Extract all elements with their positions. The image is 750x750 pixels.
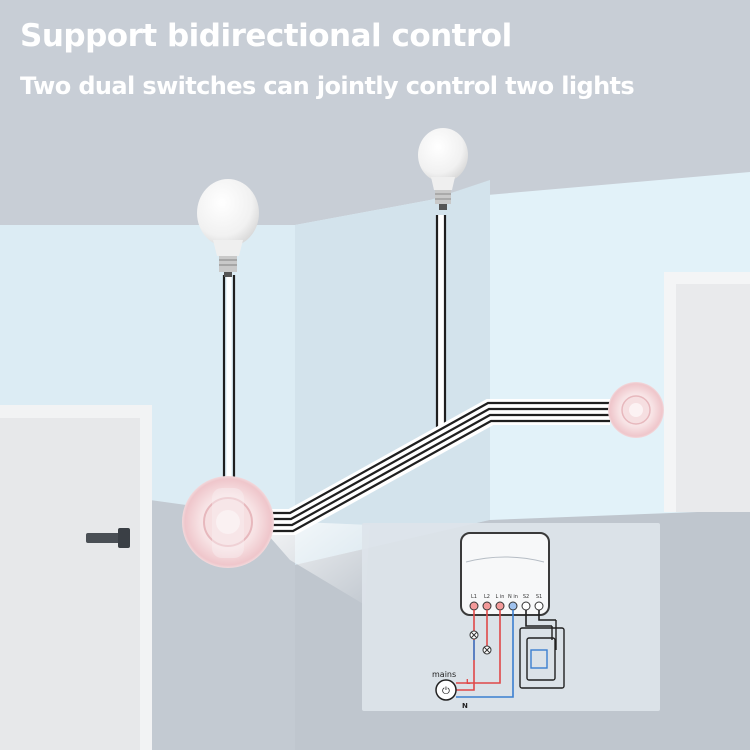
- wire-bundle: [258, 399, 610, 535]
- wire-middle-drop: [435, 215, 447, 430]
- door-handle-plate: [118, 528, 130, 548]
- mains-plug-icon: ⏻: [435, 679, 457, 701]
- terminal-label-nin: N in: [508, 594, 518, 600]
- diagram-lamps: [469, 630, 492, 655]
- door-handle: [86, 533, 128, 543]
- highlight-beam: [255, 520, 370, 605]
- wire-left-drop: [222, 275, 236, 480]
- terminal-label-s1: S1: [536, 594, 542, 600]
- terminal-labels: L1 L2 L in N in S2 S1: [471, 594, 542, 600]
- left-door: [0, 418, 140, 750]
- terminal-label-l2: L2: [484, 594, 490, 600]
- terminal-label-lin: L in: [496, 594, 505, 600]
- live-label: L: [466, 678, 471, 686]
- bulb-left: [197, 179, 259, 277]
- switch-left: [182, 476, 274, 568]
- terminal-label-s2: S2: [523, 594, 529, 600]
- mains-label: mains: [432, 670, 456, 679]
- neutral-label: N: [462, 702, 468, 710]
- page-subtitle: Two dual switches can jointly control tw…: [20, 72, 635, 100]
- switch-right: [608, 382, 664, 438]
- bulb-middle: [418, 128, 468, 210]
- terminal-screws: [469, 601, 544, 611]
- floor-shade: [150, 500, 295, 750]
- page-title: Support bidirectional control: [20, 18, 512, 54]
- diagram-wires: [456, 610, 556, 698]
- right-door: [676, 284, 750, 512]
- terminal-label-l1: L1: [471, 594, 477, 600]
- svg-text:⏻: ⏻: [442, 686, 450, 697]
- diagram-switches: [519, 620, 565, 689]
- wiring-diagram-panel: [362, 523, 660, 711]
